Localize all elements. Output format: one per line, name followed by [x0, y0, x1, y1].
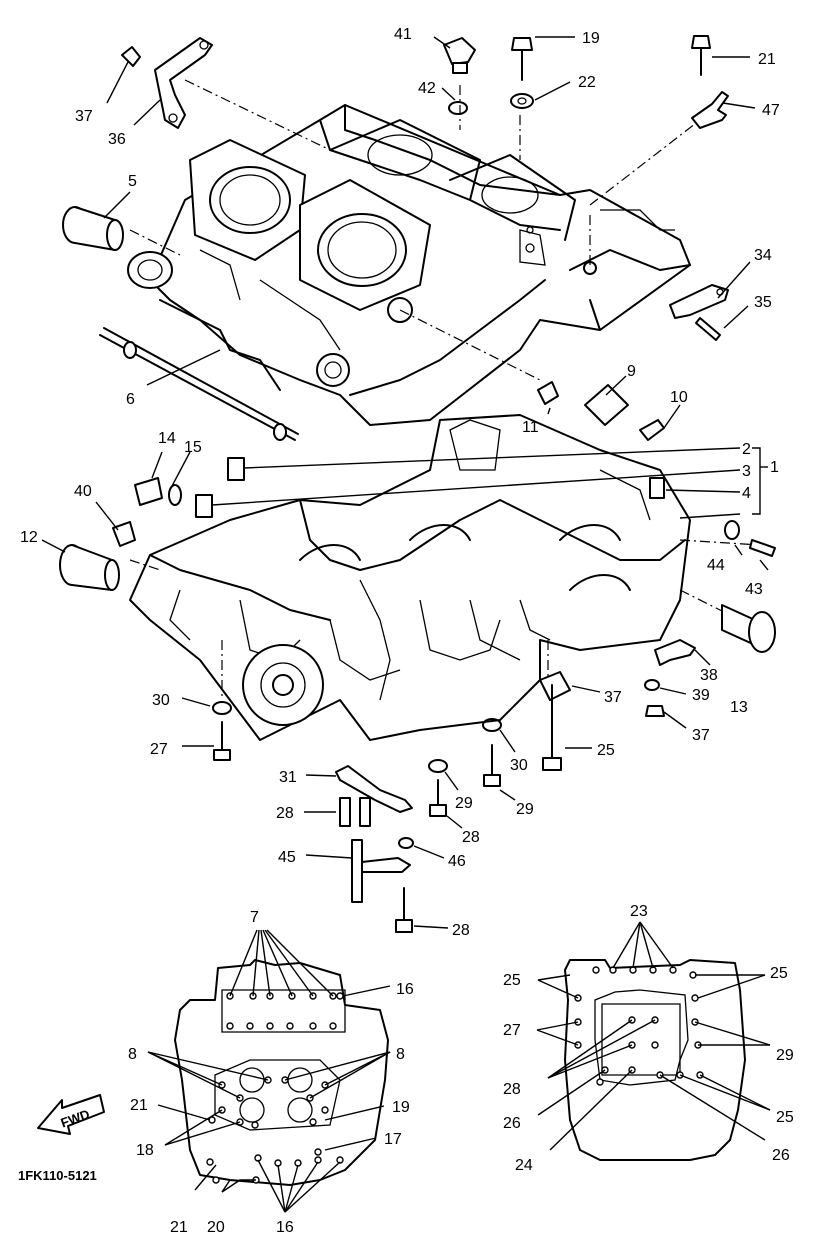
- callout: 43: [745, 581, 763, 598]
- callout: 23: [630, 903, 648, 920]
- callout: 1: [770, 459, 779, 476]
- callout: 5: [128, 173, 137, 190]
- callout: 28: [462, 829, 480, 846]
- callout: 34: [754, 247, 772, 264]
- callout: 25: [770, 965, 788, 982]
- callout: 35: [754, 294, 772, 311]
- lower-crankcase-drawing: [129, 414, 691, 741]
- callout: 47: [762, 102, 780, 119]
- callout: 8: [128, 1046, 137, 1063]
- callout: 19: [392, 1099, 410, 1116]
- callout: 29: [516, 801, 534, 818]
- callout: 25: [776, 1109, 794, 1126]
- right-torque-sequence-view: [564, 959, 746, 1161]
- callout: 42: [418, 80, 436, 97]
- callout: 16: [396, 981, 414, 998]
- callout: 27: [150, 741, 168, 758]
- callout: 38: [700, 667, 718, 684]
- callout: 28: [503, 1081, 521, 1098]
- callout: 25: [597, 742, 615, 759]
- callout: 28: [276, 805, 294, 822]
- callout: 21: [130, 1097, 148, 1114]
- assembly-centerlines: [129, 79, 761, 700]
- callout: 31: [279, 769, 297, 786]
- callout: 14: [158, 430, 176, 447]
- callout: 30: [152, 692, 170, 709]
- callout: 11: [522, 419, 539, 436]
- callout: 2: [742, 441, 751, 458]
- callout: 9: [627, 363, 636, 380]
- callout: 24: [515, 1157, 533, 1174]
- small-parts: [59, 35, 776, 933]
- callout: 41: [394, 26, 412, 43]
- callout: 29: [455, 795, 473, 812]
- callout: 25: [503, 972, 521, 989]
- callout: 17: [384, 1131, 402, 1148]
- callout: 10: [670, 389, 688, 406]
- callout: 12: [20, 529, 38, 546]
- callout: 29: [776, 1047, 794, 1064]
- callout: 37: [604, 689, 622, 706]
- callout: 19: [582, 30, 600, 47]
- callout: 26: [503, 1115, 521, 1132]
- callout: 45: [278, 849, 296, 866]
- callout: 16: [276, 1219, 294, 1236]
- callout: 15: [184, 439, 202, 456]
- callout: 13: [730, 699, 748, 716]
- callout: 26: [772, 1147, 790, 1164]
- callout: 36: [108, 131, 126, 148]
- callout: 44: [707, 557, 725, 574]
- upper-crankcase-drawing: [127, 104, 691, 426]
- callout: 4: [742, 485, 751, 502]
- callout: 20: [207, 1219, 225, 1236]
- callout: 40: [74, 483, 92, 500]
- diagram-code: 1FK110-5121: [18, 1168, 97, 1183]
- callout: 37: [75, 108, 93, 125]
- callout: 7: [250, 909, 259, 926]
- callout: 46: [448, 853, 466, 870]
- callout: 18: [136, 1142, 154, 1159]
- callout-labels: 37 36 41 42 19 22 21 47 5 34 35 6 9 10 1…: [18, 26, 794, 1236]
- callout: 37: [692, 727, 710, 744]
- callout: 39: [692, 687, 710, 704]
- callout: 27: [503, 1022, 521, 1039]
- callout: 6: [126, 391, 135, 408]
- callout: 8: [396, 1046, 405, 1063]
- callout: 21: [758, 51, 776, 68]
- callout: 3: [742, 463, 751, 480]
- callout: 30: [510, 757, 528, 774]
- callout: 21: [170, 1219, 188, 1236]
- fwd-arrow-icon: FWD: [37, 1094, 105, 1135]
- callout: 28: [452, 922, 470, 939]
- leader-lines: [41, 36, 771, 1213]
- callout: 22: [578, 74, 596, 91]
